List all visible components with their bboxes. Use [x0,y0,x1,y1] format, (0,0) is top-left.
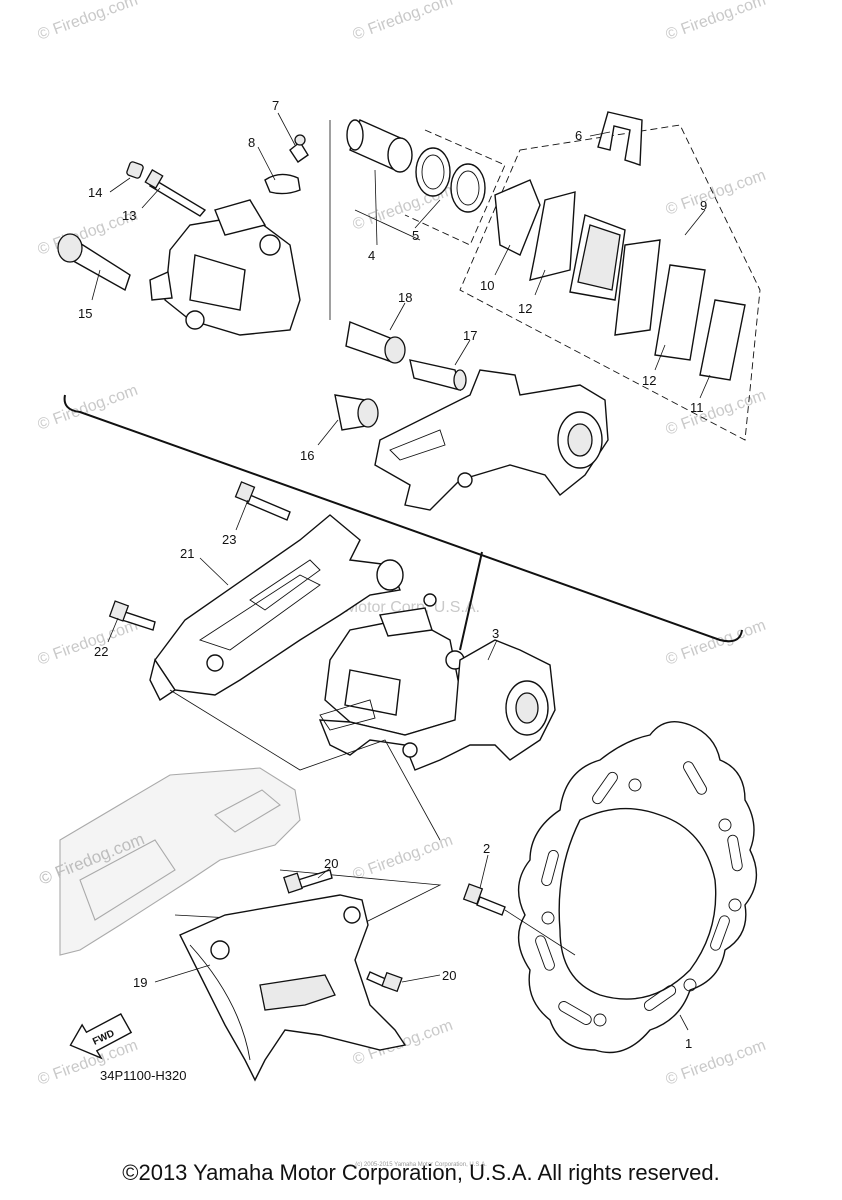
bleeder-screw-7 [289,134,309,163]
callout-16: 16 [300,448,314,463]
callout-3: 3 [492,626,499,641]
bolt-23 [234,481,291,521]
piston-4 [346,119,413,173]
callout-8: 8 [248,135,255,150]
upper-caliper [149,199,301,336]
fine-print: (c) 2005-2015 Yamaha Motor Corporation, … [355,1162,487,1168]
fwd-arrow: FWD [69,1013,133,1060]
pad-spring-6 [597,111,643,166]
sleeve-18 [345,321,406,364]
caliper-protector-21 [149,514,404,702]
lower-caliper-3 [318,593,556,771]
watermark: © Firedog.com [664,387,769,439]
callout-4: 4 [368,248,375,263]
callout-12-lower: 12 [642,373,656,388]
watermark: © Firedog.com [36,0,141,44]
callout-22: 22 [94,644,108,659]
callout-14: 14 [88,185,102,200]
callout-1: 1 [685,1036,692,1051]
brake-pads-lower [614,239,746,381]
guide-line [504,909,576,956]
callout-10: 10 [480,278,494,293]
callout-12-upper: 12 [518,301,532,316]
bolt-22 [108,600,156,631]
callout-labels: 7 8 14 13 15 4 5 6 9 10 12 12 11 18 17 1… [78,98,707,1051]
seal-kit-5 [415,147,486,213]
seal-kit-box [404,129,506,246]
callout-20-lower: 20 [442,968,456,983]
callout-6: 6 [575,128,582,143]
brake-disc-1 [517,721,758,1054]
callout-21: 21 [180,546,194,561]
callout-19: 19 [133,975,147,990]
callout-11: 11 [690,400,704,415]
pin-17 [409,359,467,391]
kit-bracket [354,209,421,241]
bolt-20-upper [283,869,333,894]
callout-9: 9 [700,198,707,213]
bolt-20-lower [366,971,403,993]
bolt-13 [144,169,207,217]
callout-13: 13 [122,208,136,223]
boot-16 [334,394,379,431]
diagram-code: 34P1100-H320 [100,1068,187,1083]
callout-20-upper: 20 [324,856,338,871]
callout-15: 15 [78,306,92,321]
plug-14 [126,161,144,179]
callout-17: 17 [463,328,477,343]
guide-line [169,689,441,841]
pad-kit-box [459,124,761,441]
callout-18: 18 [398,290,412,305]
watermark: © Firedog.com [664,1037,769,1089]
watermark: © Firedog.com [351,0,456,44]
callout-5: 5 [412,228,419,243]
group-boundary-line [63,394,743,643]
caliper-pin-15 [57,233,131,292]
callout-2: 2 [483,841,490,856]
leader-lines [91,112,711,1031]
clip-8 [264,173,301,195]
callout-7: 7 [272,98,279,113]
callout-23: 23 [222,532,236,547]
watermark: © Firedog.com [36,382,141,434]
watermark: © Firedog.com [664,167,769,219]
brake-pads-upper [494,179,626,301]
disc-guard-19 [179,894,407,1082]
watermark: © Firedog.com [36,617,141,669]
swingarm-ghost [59,767,301,956]
watermark: © Firedog.com [664,0,769,44]
copyright-notice: ©2013 Yamaha Motor Corporation, U.S.A. A… [122,1160,720,1185]
group-boundary-stem [459,551,483,651]
upper-caliper-bracket [374,369,609,511]
disc-bolt-2 [462,883,506,916]
